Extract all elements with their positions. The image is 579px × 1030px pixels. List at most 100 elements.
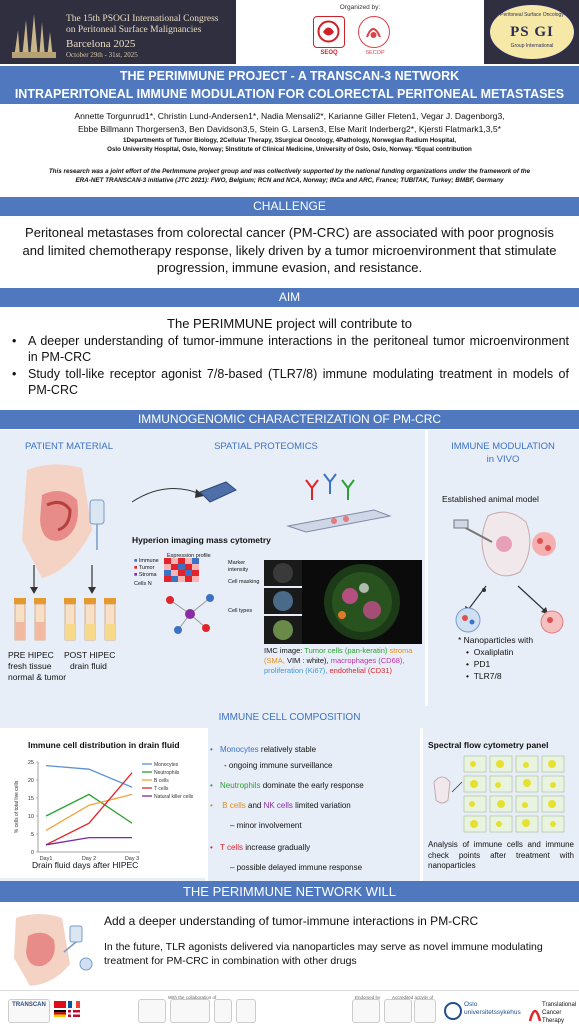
legend-tumor-swatch-icon: ■ [134,565,139,571]
organizers: Organized by: SEOQ SECOP [236,0,484,64]
psogi-bottom-text: Group International [510,43,554,49]
affiliations: 1Departments of Tumor Biology, 2Cellular… [8,136,571,154]
x-tick-label: Day1 [40,856,53,862]
mouse-treatment-icon [453,511,564,634]
animal-model-label: Established animal model [442,494,539,504]
sponsor-logo [414,999,436,1023]
bullet-neutrophils: • Neutrophils dominate the early response [210,780,364,791]
psogi-logo: Peritoneal Surface Oncology PS GI Group … [488,3,576,61]
sponsor-logo [384,999,412,1023]
sagrada-familia-icon [12,14,56,58]
seoq-label: SEOQ [320,50,338,56]
heatmap-legend: ■ Immune ■ Tumor ■ Stroma Cells N [134,558,159,588]
neut-label: Neutrophils [220,781,261,790]
legend-cells: Cells N [134,581,152,587]
affil-line1: 1Departments of Tumor Biology, 2Cellular… [123,137,456,144]
y-tick-label: 15 [28,796,34,802]
legend-entry: Neutrophils [154,770,180,776]
spatial-proteomics-label: SPATIAL PROTEOMICS [214,441,318,452]
bnk-text: limited variation [292,801,351,810]
neut-text: dominate the early response [260,781,364,790]
slide-icon [199,481,237,503]
tissue-slide-icon [286,509,392,533]
nano-list: • Oxaliplatin • PD1 • TLR7/8 [466,646,513,682]
collab-label: With the collaboration of [168,995,217,1000]
y-tick-label: 5 [31,832,34,838]
nano-item: • Oxaliplatin [466,646,513,658]
imc-caption: IMC image: Tumor cells (pan-keratin) str… [264,646,422,676]
series-line-b-cells [45,793,133,831]
footer: TRANSCAN With the collaboration of Endor… [0,990,579,1030]
imc-prolif: proliferation (Ki67), [264,666,328,675]
funding-line1: This research was a joint effort of the … [48,168,531,175]
fresh-tissue: fresh tissue [8,661,52,671]
normal-tumor: normal & tumor [8,672,67,682]
bullet-t-cells: •T cells increase gradually [210,842,310,853]
organized-by-label: Organized by: [339,4,381,11]
congress-banner: The 15th PSOGI International Congress on… [4,4,236,60]
legend-entry: Monocytes [154,762,179,768]
secop-logo [358,16,390,48]
sponsor-logo [352,999,380,1023]
legend-tumor-text: Tumor [138,565,155,571]
congress-line1: The 15th PSOGI International Congress [66,14,219,24]
post-hipec: POST HIPEC [64,650,116,660]
and-text: and [245,801,264,810]
bullet-icon: • [210,801,213,810]
y-tick-label: 25 [28,760,34,766]
spectral-text: Analysis of immune cells and immune chec… [428,840,574,870]
legend-tumor: ■ Tumor [134,565,159,572]
seoq-icon [317,20,340,43]
imc-macro: macrophages (CD68), [330,656,405,665]
endorsed-label: Endorsed by [355,995,381,1000]
x-tick-label: Day 2 [82,856,96,862]
bullet-icon: • [210,781,213,790]
translational-logo-icon [528,1009,542,1022]
oslo-text: Oslo universitetssykehus [464,1001,521,1016]
expression-profile-label: Expression profile [167,553,211,559]
series-line-natural-killer-cells [45,836,132,846]
imc-vim: VIM : white), [286,656,329,665]
mono-label: Monocytes [220,745,259,754]
congress-text: The 15th PSOGI International Congress on… [66,14,219,61]
bullet-icon: • [466,671,474,681]
sponsor-logo [236,999,256,1023]
aim-heading: AIM [0,288,579,307]
bnk-sub: – minor involvement [230,821,302,830]
title-line1: THE PERIMMUNE PROJECT - A TRANSCAN-3 NET… [119,69,460,83]
marker-intensity-label: Marker intensity [228,560,249,573]
funding: This research was a joint effort of the … [8,167,571,185]
series-line-t-cells [45,772,133,846]
legend-immune-swatch-icon: ■ [134,558,139,564]
legend-entry: Natural killer cells [154,794,194,800]
authors-line2: Ebbe Billmann Thorgersen3, Ben Davidson3… [77,123,502,134]
antibodies-icon [305,473,355,500]
congress-line2: on Peritoneal Surface Malignancies [66,25,202,35]
transcan-text: TRANSCAN [12,1002,46,1008]
secop-icon [366,28,381,38]
network-line2: In the future, TLR agonists delivered vi… [104,941,543,967]
nk-label: NK cells [263,801,293,810]
imc-tumor: Tumor cells (pan-keratin) [304,646,388,655]
network-heading: THE PERIMMUNE NETWORK WILL [0,881,579,902]
legend-stroma: ■ Stroma [134,572,159,579]
series-line-neutrophils [45,793,133,824]
chart-xlabel: Drain fluid days after HIPEC [32,860,139,870]
imc-prefix: IMC image: [264,646,305,655]
legend-immune-text: Immune [138,558,159,564]
congress-city: Barcelona 2025 [66,38,136,50]
b-label: B cells [220,801,246,810]
sample-tubes-icon [14,598,116,641]
aim-intro: The PERIMMUNE project will contribute to [167,316,412,331]
title-line2: INTRAPERITONEAL IMMUNE MODULATION FOR CO… [14,87,565,101]
nano-item: • TLR7/8 [466,670,513,682]
translational-text: Translational Cancer Therapy [542,1002,577,1024]
t-sub: – possible delayed immune response [230,863,363,872]
patient-illustration-icon [14,914,93,986]
immune-modulation-label: IMMUNE MODULATION [451,441,555,452]
funding-line2: ERA-NET TRANSCAN-3 initiative (JTC 2021)… [75,177,504,184]
transcan-logo: TRANSCAN [8,999,50,1023]
sponsor-logo [170,999,210,1023]
seoq-logo [313,16,345,48]
